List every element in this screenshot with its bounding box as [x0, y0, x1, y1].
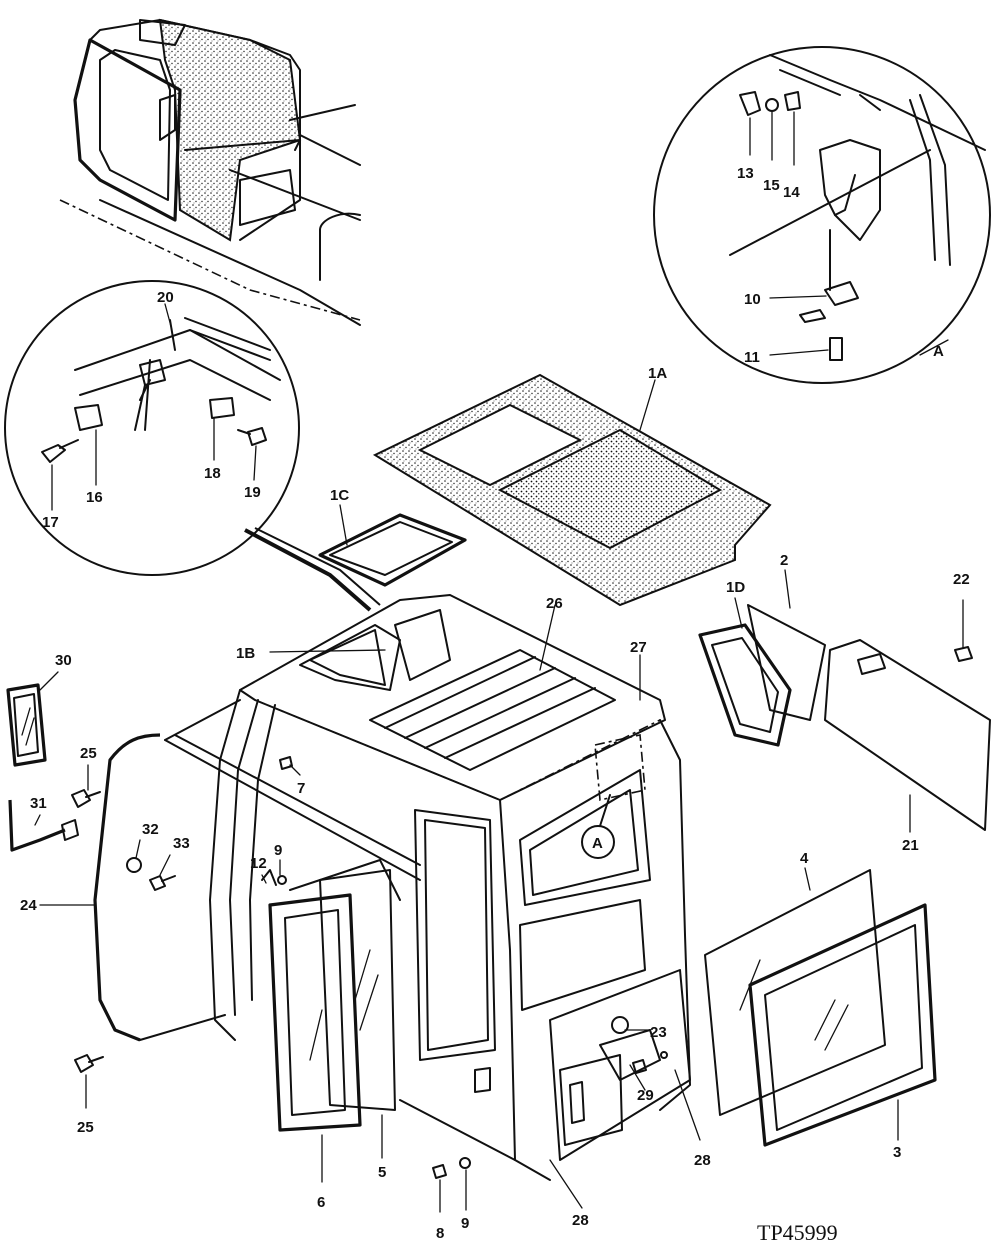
callout-19: 19 [244, 484, 261, 501]
callout-33: 33 [173, 835, 190, 852]
gasket-3 [748, 903, 937, 1147]
glass-4 [704, 869, 886, 1116]
callout-4: 4 [800, 850, 809, 867]
callout-31: 31 [30, 795, 47, 812]
gasket-1d [698, 623, 792, 747]
callout-15: 15 [763, 177, 780, 194]
callout-3: 3 [893, 1144, 901, 1161]
callout-5: 5 [378, 1164, 386, 1181]
callout-28: 28 [694, 1152, 711, 1169]
callout-13: 13 [737, 165, 754, 182]
callout-11: 11 [744, 349, 760, 366]
callout-labels: 1A 1B 1C 1D 2 3 4 5 6 7 8 9 9 10 11 12 1… [20, 165, 970, 1242]
gasket-1c [318, 504, 467, 587]
glass-21 [824, 639, 991, 831]
callout-25b: 25 [77, 1119, 94, 1136]
callout-9b: 9 [274, 842, 282, 859]
callout-17: 17 [42, 514, 59, 531]
callout-2: 2 [780, 552, 788, 569]
callout-10: 10 [744, 291, 761, 308]
callout-8: 8 [436, 1225, 444, 1242]
callout-1c: 1C [330, 487, 349, 504]
callout-22: 22 [953, 571, 970, 588]
callout-1b: 1B [236, 645, 255, 662]
glass-5 [319, 869, 396, 1111]
callout-9: 9 [461, 1215, 469, 1232]
callout-26: 26 [546, 595, 563, 612]
callout-20: 20 [157, 289, 174, 306]
cab-body [209, 594, 691, 1181]
callout-28b: 28 [572, 1212, 589, 1229]
callout-14: 14 [783, 184, 800, 201]
machine-overview [59, 18, 361, 326]
roof-panel-1a [372, 373, 772, 607]
handrail-24 [93, 699, 421, 1042]
callout-7: 7 [297, 780, 305, 797]
gasket-6 [268, 893, 362, 1132]
callout-27: 27 [630, 639, 647, 656]
bracket-31 [8, 799, 79, 852]
callout-30: 30 [55, 652, 72, 669]
callout-18: 18 [204, 465, 221, 482]
callout-6: 6 [317, 1194, 325, 1211]
glass-30 [6, 671, 59, 767]
callout-1a: 1A [648, 365, 667, 382]
callout-29: 29 [637, 1087, 654, 1104]
glass-2 [747, 604, 826, 721]
callout-21: 21 [902, 837, 919, 854]
detail-a-marker-label: A [592, 835, 603, 852]
callout-32: 32 [142, 821, 159, 838]
callout-25: 25 [80, 745, 97, 762]
detail-circle-a [653, 46, 991, 384]
callout-23: 23 [650, 1024, 667, 1041]
detail-circle-hinge [4, 280, 381, 612]
callout-16: 16 [86, 489, 103, 506]
leader-lines [39, 569, 964, 1213]
figure-id: TP45999 [757, 1220, 838, 1245]
fasteners [71, 646, 973, 1179]
callout-24: 24 [20, 897, 37, 914]
detail-a-label: A [933, 343, 944, 360]
callout-1d: 1D [726, 579, 745, 596]
callout-12: 12 [250, 855, 267, 872]
